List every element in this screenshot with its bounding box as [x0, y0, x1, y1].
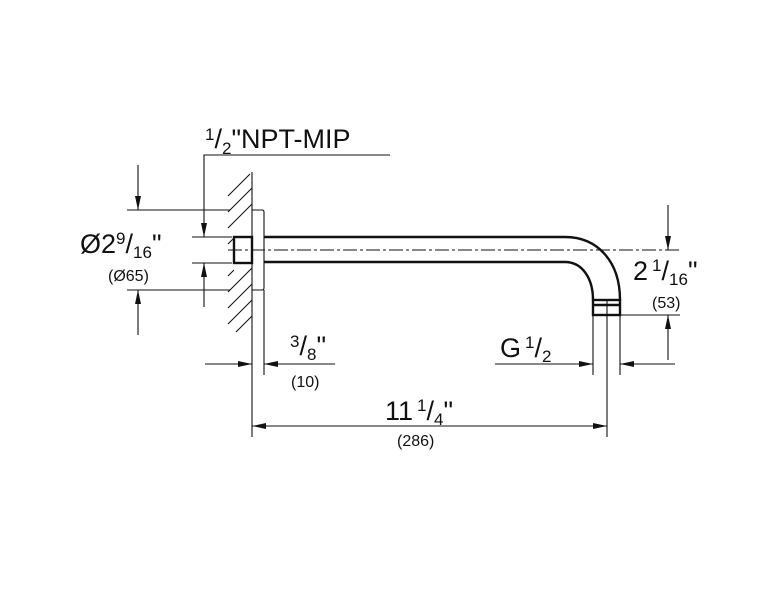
- shower-arm-inner: [264, 260, 595, 301]
- flange-depth-metric: (10): [291, 374, 319, 391]
- inlet-thread-label: 1/2"NPT-MIP: [205, 124, 351, 158]
- flange-depth-label: 3/8": [290, 331, 326, 364]
- flange-diameter-metric: (Ø65): [108, 268, 149, 285]
- horizontal-dimensions: [205, 361, 675, 429]
- flange-diameter-dimension: [127, 154, 390, 335]
- wall-hatching: [227, 172, 253, 437]
- drop-height-metric: (53): [652, 295, 680, 312]
- drop-height-dimension: [620, 205, 680, 360]
- arm-length-metric: (286): [397, 433, 434, 450]
- shower-arm-outer: [264, 235, 622, 301]
- flange-diameter-label: Ø29/16": [80, 229, 162, 262]
